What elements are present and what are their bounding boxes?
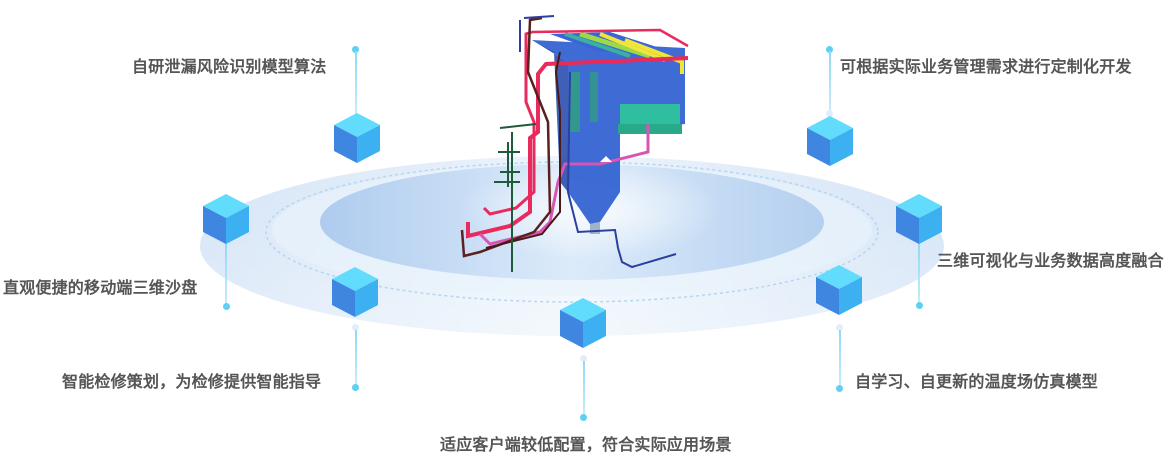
connector-line <box>839 330 841 386</box>
connector-line <box>355 51 357 115</box>
cube-icon <box>334 113 380 163</box>
feature-label-leak-detection: 自研泄漏风险识别模型算法 <box>132 57 327 76</box>
connector-dot-pale <box>580 355 587 362</box>
feature-label-custom-dev: 可根据实际业务管理需求进行定制化开发 <box>840 57 1132 76</box>
feature-label-data-fusion: 三维可视化与业务数据高度融合 <box>937 251 1164 270</box>
feature-label-mobile-sandbox: 直观便捷的移动端三维沙盘 <box>3 278 198 297</box>
connector-dot <box>826 46 833 53</box>
cube-icon <box>332 267 378 317</box>
cube-icon <box>807 116 853 166</box>
feature-label-maintenance-planning: 智能检修策划，为检修提供智能指导 <box>62 372 322 391</box>
connector-dot <box>580 414 587 421</box>
connector-dot <box>916 302 923 309</box>
cube-icon <box>560 298 606 348</box>
connector-dot-pale <box>826 110 833 117</box>
cube-icon <box>816 265 862 315</box>
boiler-model-image <box>460 15 689 272</box>
connector-line <box>829 51 831 113</box>
connector-dot-pale <box>836 324 843 331</box>
cube-icon <box>896 194 942 244</box>
cube-icon <box>203 194 249 244</box>
connector-line <box>918 243 920 305</box>
connector-dot-pale <box>352 324 359 331</box>
connector-dot <box>352 46 359 53</box>
connector-line <box>583 361 585 415</box>
connector-dot <box>352 384 359 391</box>
dashed-orbit <box>265 161 879 303</box>
connector-dot <box>836 385 843 392</box>
connector-dot <box>223 303 230 310</box>
connector-line <box>355 330 357 386</box>
connector-line <box>225 243 227 305</box>
feature-label-low-config: 适应客户端较低配置，符合实际应用场景 <box>440 435 732 454</box>
feature-label-temperature-model: 自学习、自更新的温度场仿真模型 <box>855 372 1099 391</box>
